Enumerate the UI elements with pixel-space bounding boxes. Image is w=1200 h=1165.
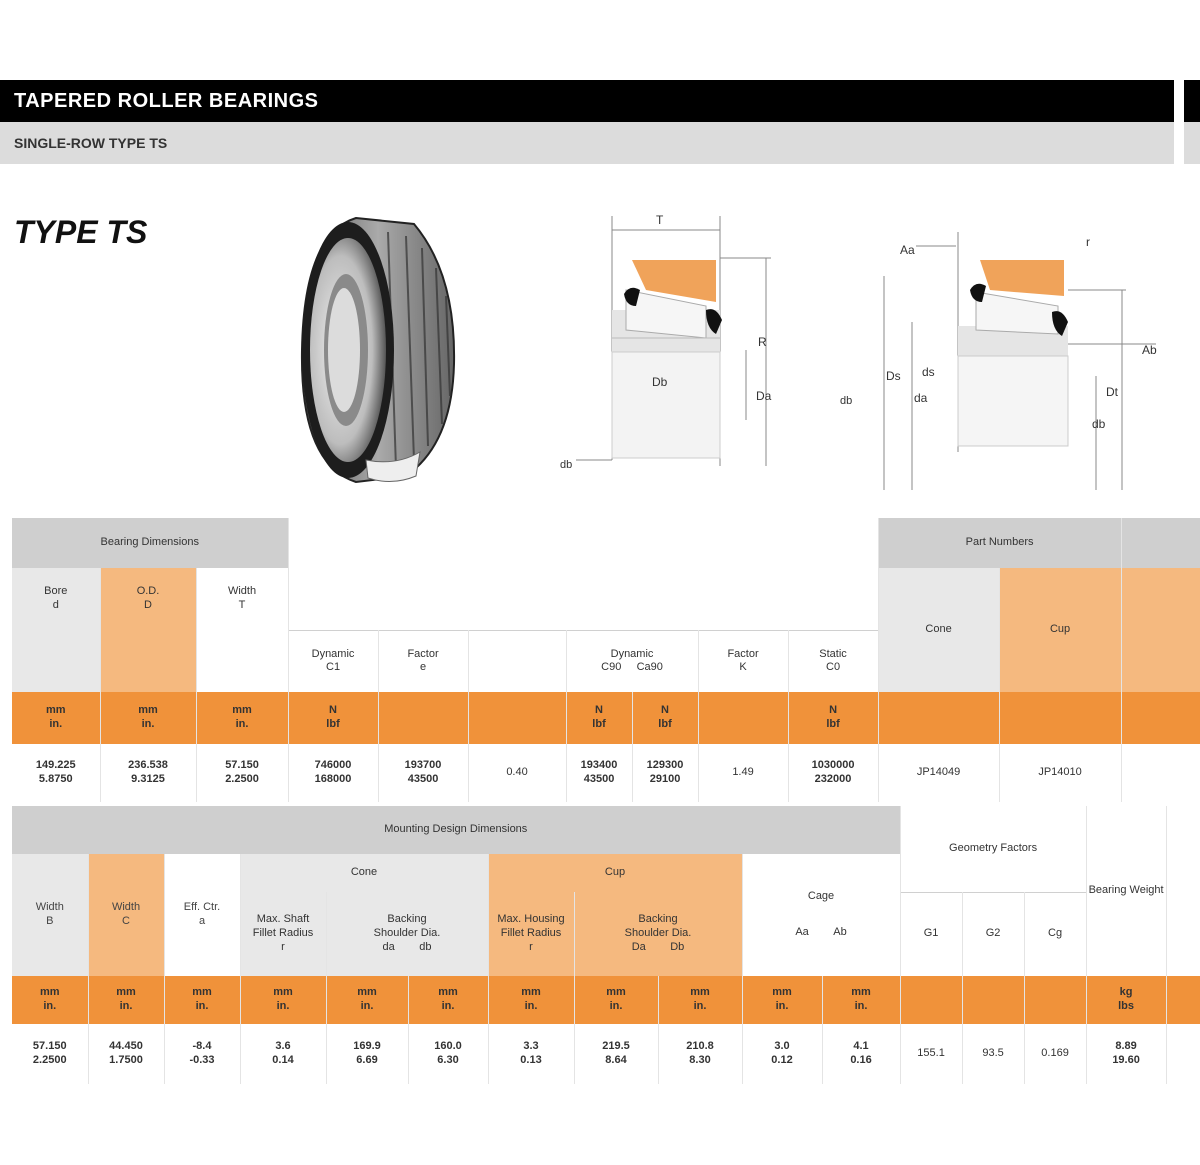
group-edge — [1121, 518, 1200, 568]
col-g1: G1 — [900, 891, 963, 976]
col-g2: G2 — [962, 891, 1025, 976]
group-blank — [288, 518, 879, 568]
value-cone: JP14049 — [878, 744, 1000, 802]
mounting-dimensions-table: Mounting Design Dimensions Geometry Fact… — [12, 806, 1200, 1084]
value-eff-ctr: -8.4-0.33 — [164, 1024, 241, 1084]
col-dynamic-rating: Dynamic C90 Ca90 — [565, 629, 699, 692]
dim-label-da-shaft: da — [914, 391, 928, 405]
col-cone: Cone — [878, 568, 1000, 692]
value-cg: 0.169 — [1024, 1024, 1087, 1084]
dim-label-ds: Ds — [886, 369, 901, 383]
value-g1: 155.1 — [899, 1024, 963, 1084]
group-bearing-weight: Bearing Weight — [1086, 806, 1167, 976]
col-ratings-space — [288, 568, 879, 630]
group-cage: Cage Aa Ab — [742, 854, 901, 976]
dim-label-ab: Ab — [1142, 343, 1157, 357]
group-cone: Cone — [240, 854, 489, 892]
dim-label-da: Da — [756, 389, 772, 403]
group-cup: Cup — [488, 854, 743, 892]
col-edge — [1121, 568, 1200, 692]
group-bearing-dimensions: Bearing Dimensions — [12, 518, 289, 568]
dim-label-t: T — [656, 213, 664, 227]
mounting-diagram: Aa r Ab Ds Dt ds da db db — [840, 232, 1157, 490]
dim-label-r: R — [758, 335, 767, 349]
group-mounting-design: Mounting Design Dimensions — [12, 806, 901, 854]
subtitle-bar-extension — [1184, 122, 1200, 164]
value-k: 1.49 — [698, 744, 789, 802]
dim-label-db-shaft: db — [840, 395, 852, 407]
col-cup: Cup — [999, 568, 1122, 692]
dim-label-db: Db — [652, 375, 668, 389]
value-g2: 93.5 — [962, 1024, 1025, 1084]
col-eff-ctr: Eff. Ctr.a — [164, 854, 241, 976]
dim-label-ds-inner: ds — [922, 365, 935, 379]
dim-label-aa: Aa — [900, 243, 915, 257]
value-e: 0.40 — [468, 744, 567, 802]
dim-label-dt: Dt — [1106, 385, 1119, 399]
group-part-numbers: Part Numbers — [878, 518, 1122, 568]
value-cup: JP14010 — [999, 744, 1122, 802]
bearing-photo — [300, 216, 456, 484]
col-od: O.D.D — [100, 568, 197, 630]
dim-label-db-housing: db — [1092, 417, 1106, 431]
title-bar-extension — [1184, 80, 1200, 122]
dim-label-r-fillet: r — [1086, 235, 1090, 249]
page-title: TAPERED ROLLER BEARINGS — [0, 80, 1174, 122]
group-geometry-factors: Geometry Factors — [900, 806, 1087, 892]
col-cg: Cg — [1024, 891, 1087, 976]
page-subtitle: SINGLE-ROW TYPE TS — [0, 122, 1174, 164]
cross-section-diagram: T R Da Db db — [560, 213, 772, 471]
dim-label-shaft-db: db — [560, 459, 572, 471]
type-label: TYPE TS — [14, 214, 148, 250]
